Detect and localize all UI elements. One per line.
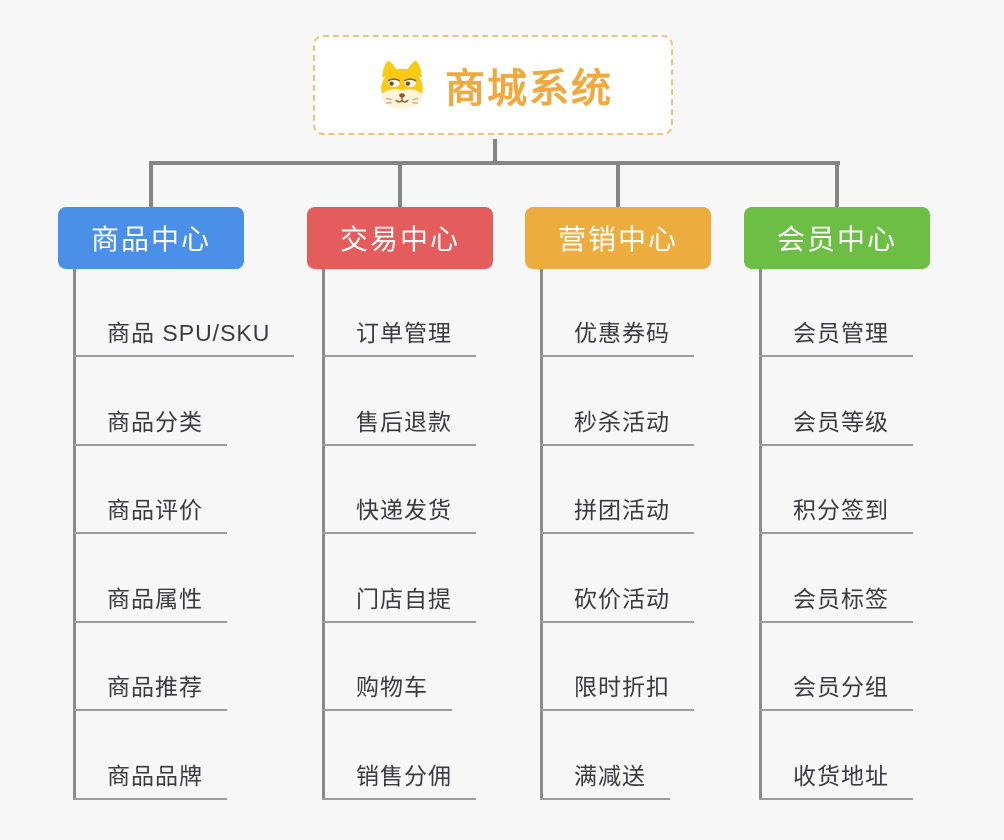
leaf-item[interactable]: 优惠券码 (540, 320, 694, 358)
leaf-item[interactable]: 购物车 (322, 674, 452, 712)
leaf-item[interactable]: 商品评价 (73, 497, 227, 535)
leaf-item[interactable]: 商品分类 (73, 409, 227, 446)
root-title: 商城系统 (445, 67, 613, 111)
leaf-item[interactable]: 商品属性 (73, 586, 227, 623)
leaf-item[interactable]: 会员标签 (759, 586, 913, 623)
branch-header[interactable]: 营销中心 (525, 207, 711, 269)
leaf-item[interactable]: 限时折扣 (540, 674, 694, 712)
branch-drop-line (398, 161, 402, 211)
leaf-item[interactable]: 秒杀活动 (540, 409, 694, 446)
branch-drop-line (835, 161, 839, 211)
leaf-item[interactable]: 商品 SPU/SKU (73, 320, 295, 358)
leaf-item[interactable]: 订单管理 (322, 320, 476, 358)
leaf-item[interactable]: 售后退款 (322, 409, 476, 446)
branch-horizontal-line (149, 161, 840, 165)
leaf-item[interactable]: 销售分佣 (322, 763, 476, 800)
leaf-item[interactable]: 满减送 (540, 763, 670, 800)
leaf-item[interactable]: 会员分组 (759, 674, 913, 712)
branch-drop-line (616, 161, 620, 211)
branch-drop-line (149, 161, 153, 211)
leaf-item[interactable]: 快递发货 (322, 497, 476, 535)
leaf-item[interactable]: 门店自提 (322, 586, 476, 623)
leaf-item[interactable]: 商品品牌 (73, 763, 227, 800)
leaf-item[interactable]: 拼团活动 (540, 497, 694, 535)
leaf-item[interactable]: 会员管理 (759, 320, 913, 358)
leaf-item[interactable]: 会员等级 (759, 409, 913, 446)
branch-header[interactable]: 交易中心 (307, 207, 493, 269)
shiba-dog-icon (381, 60, 423, 109)
leaf-item[interactable]: 收货地址 (759, 763, 913, 800)
leaf-item[interactable]: 积分签到 (759, 497, 913, 535)
branch-header[interactable]: 会员中心 (744, 207, 930, 269)
branch-header[interactable]: 商品中心 (58, 207, 244, 269)
root-stem-line (493, 139, 497, 165)
leaf-item[interactable]: 商品推荐 (73, 674, 227, 712)
leaf-item[interactable]: 砍价活动 (540, 586, 694, 623)
root-node[interactable]: 商城系统 (313, 35, 673, 135)
